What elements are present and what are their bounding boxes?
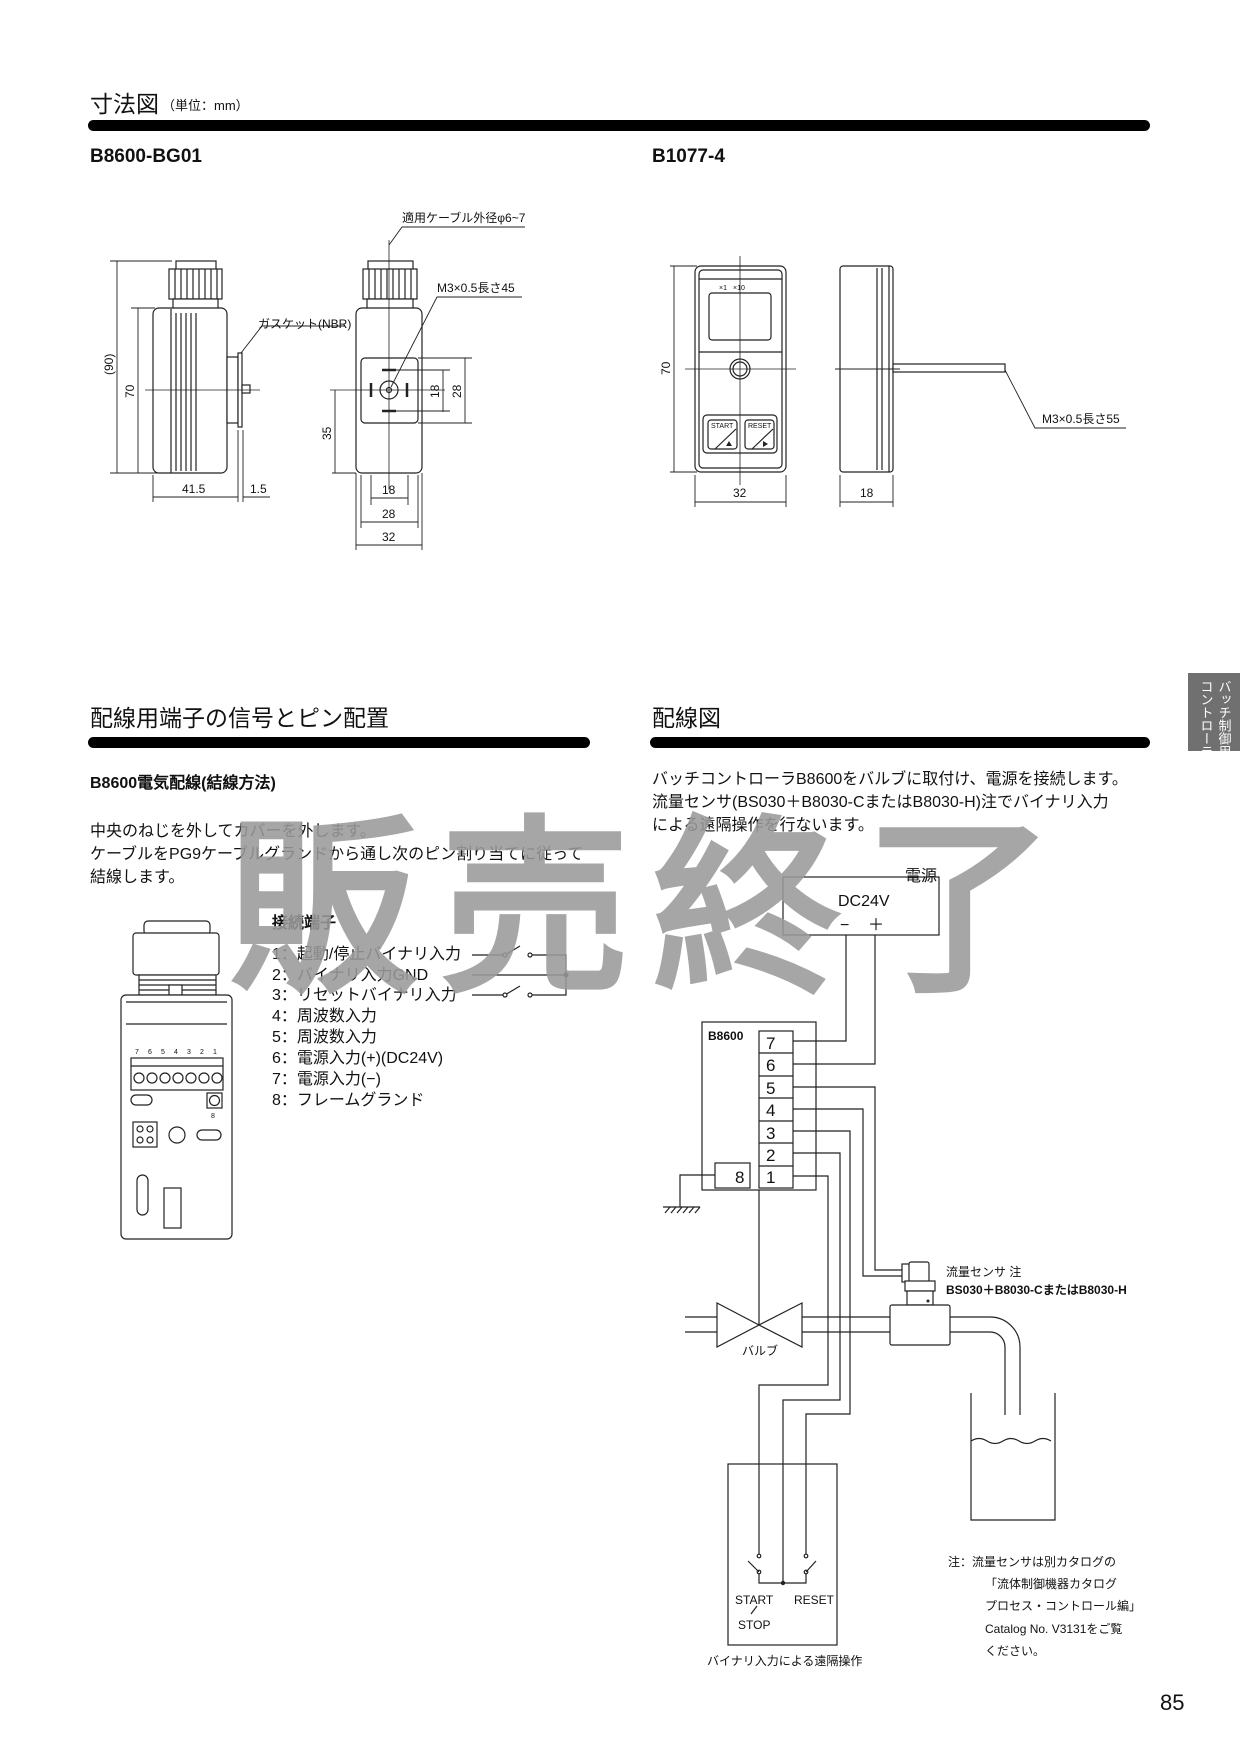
flow-sensor-label: 流量センサ 注 <box>946 1264 1021 1279</box>
terminal-number: 5 <box>161 1049 165 1056</box>
wiring-paragraph-line: バッチコントローラB8600をバルブに取付け、電源を接続します。 <box>652 769 1128 788</box>
power-minus: − <box>840 917 849 934</box>
terminals-title: 接続端子 <box>272 913 336 932</box>
section-bar <box>88 737 590 748</box>
wiring-ground-terminal: 8 <box>735 1168 744 1187</box>
terminal-item: 7：電源入力(−) <box>272 1070 381 1088</box>
range-label-x10: ×10 <box>733 285 745 292</box>
b1077-front-view-drawing <box>670 256 796 507</box>
valve-label: バルブ <box>742 1343 778 1358</box>
dim-width: 32 <box>382 530 396 544</box>
terminal-item: 2：バイナリ入力GND <box>272 966 428 984</box>
wiring-terminal: 4 <box>766 1101 775 1120</box>
terminal-number: 7 <box>135 1049 139 1056</box>
dim-body-height: 70 <box>123 384 137 398</box>
dim-pin-horizontal: 18 <box>382 483 396 497</box>
power-plus: ＋ <box>868 917 884 934</box>
section-bar <box>650 737 1150 748</box>
terminal-item: 1：起動/停止バイナリ入力 <box>272 945 461 963</box>
pin-section-title: 配線用端子の信号とピン配置 <box>90 705 389 731</box>
terminal-number: 2 <box>200 1049 204 1056</box>
note-line: ください。 <box>985 1644 1045 1658</box>
flow-sensor-models: BS030＋B8030-CまたはB8030-H <box>946 1283 1127 1297</box>
dim-b1077-depth: 18 <box>860 486 874 500</box>
note-block: 注：流量センサは別カタログの 「流体制御機器カタログ プロセス・コントロール編」… <box>948 1554 1141 1658</box>
side-tab-line: コントローラ <box>1199 680 1214 758</box>
reset-switch-label: RESET <box>794 1593 835 1607</box>
wiring-terminal: 7 <box>766 1034 775 1053</box>
flow-sensor-symbol <box>889 1261 1021 1415</box>
section-bar <box>88 120 1150 131</box>
b8600-side-view-drawing <box>110 260 345 502</box>
terminal-item: 8：フレームグランド <box>272 1091 424 1109</box>
note-line: Catalog No. V3131をご覧 <box>985 1621 1122 1636</box>
wiring-paragraph-line: による遠隔操作を行ないます。 <box>652 816 874 834</box>
binary-input-switches-diagram <box>472 945 569 998</box>
dim-gasket: 1.5 <box>250 482 267 496</box>
wiring-terminal: 5 <box>766 1079 775 1098</box>
terminal-list: 1：起動/停止バイナリ入力 2：バイナリ入力GND 3：リセットバイナリ入力 4… <box>272 945 461 1109</box>
discontinued-watermark: 販売終了 <box>228 804 1076 1016</box>
remote-operation-box <box>727 1463 838 1646</box>
gasket-label: ガスケット(NBR) <box>258 317 351 331</box>
wiring-terminal: 6 <box>766 1056 775 1075</box>
range-label-x1: ×1 <box>719 285 727 292</box>
dim-b1077-width: 32 <box>733 486 747 500</box>
terminal-block <box>714 1030 794 1189</box>
page-number: 85 <box>1160 1690 1184 1715</box>
note-line: 注：流量センサは別カタログの <box>948 1554 1116 1569</box>
terminal-item: 6：電源入力(+)(DC24V) <box>272 1049 443 1067</box>
b1077-side-view-drawing <box>835 265 1126 507</box>
controller-label: B8600 <box>708 1029 744 1043</box>
pin-section-subtitle: B8600電気配線(結線方法) <box>90 773 276 792</box>
note-line: 「流体制御機器カタログ <box>985 1576 1117 1591</box>
reset-button-label: RESET <box>748 423 772 430</box>
dim-plate-width: 28 <box>382 507 396 521</box>
b8600-front-view-drawing <box>330 226 525 550</box>
valve-symbol <box>685 1302 890 1348</box>
pin-paragraph-line: 中央のねじを外してカバーを外します。 <box>90 822 376 840</box>
terminal-item: 3：リセットバイナリ入力 <box>272 986 457 1004</box>
terminal-number: 1 <box>213 1049 217 1056</box>
wiring-terminal: 2 <box>766 1146 775 1165</box>
pin-paragraph-line: ケーブルをPG9ケーブルグランドから通し次のピン割り当てに従って <box>90 844 583 863</box>
side-tab-line: バッチ制御用 <box>1217 680 1232 759</box>
stop-switch-label: STOP <box>738 1618 770 1632</box>
side-index-tab[interactable] <box>1188 673 1240 751</box>
wiring-title: 配線図 <box>652 705 721 731</box>
dim-pin-vertical: 18 <box>428 384 442 398</box>
terminal-number: 6 <box>148 1049 152 1056</box>
screw-label-55: M3×0.5長さ55 <box>1042 412 1120 426</box>
start-button-label: START <box>711 423 734 430</box>
dim-plate-vertical: 28 <box>450 384 464 398</box>
start-switch-label: START <box>735 1593 774 1607</box>
power-supply-box <box>782 876 940 936</box>
wiring-terminal: 1 <box>766 1168 775 1187</box>
terminal-item: 5：周波数入力 <box>272 1028 377 1046</box>
dim-depth: 41.5 <box>182 482 206 496</box>
power-voltage: DC24V <box>838 893 890 910</box>
tank-symbol <box>970 1393 1056 1521</box>
wiring-paragraph-line: 流量センサ(BS030＋B8030-CまたはB8030-H)注でバイナリ入力 <box>652 793 1109 811</box>
terminal-number: 4 <box>174 1049 178 1056</box>
model-b1077-4: B1077-4 <box>652 146 725 167</box>
dimensions-unit: （単位：mm） <box>162 98 249 113</box>
dimensions-title: 寸法図 <box>90 91 159 117</box>
screw-label-45: M3×0.5長さ45 <box>437 281 515 295</box>
dim-overall-height: (90) <box>102 354 116 375</box>
wiring-lines <box>663 935 902 1583</box>
terminal-item: 4：周波数入力 <box>272 1007 377 1025</box>
power-supply-label: 電源 <box>905 867 937 885</box>
remote-caption: バイナリ入力による遠隔操作 <box>707 1653 862 1668</box>
dim-center-height: 35 <box>320 426 334 440</box>
b8600-open-device-drawing <box>120 920 233 1240</box>
wiring-terminal: 3 <box>766 1124 775 1143</box>
cable-diameter-label: 適用ケーブル外径φ6~7 <box>402 210 526 225</box>
model-b8600-bg01: B8600-BG01 <box>90 146 202 167</box>
ground-terminal-number: 8 <box>211 1113 215 1120</box>
terminal-number: 3 <box>187 1049 191 1056</box>
pin-paragraph-line: 結線します。 <box>90 868 184 886</box>
note-line: プロセス・コントロール編」 <box>985 1598 1141 1613</box>
dim-b1077-height: 70 <box>659 361 673 375</box>
